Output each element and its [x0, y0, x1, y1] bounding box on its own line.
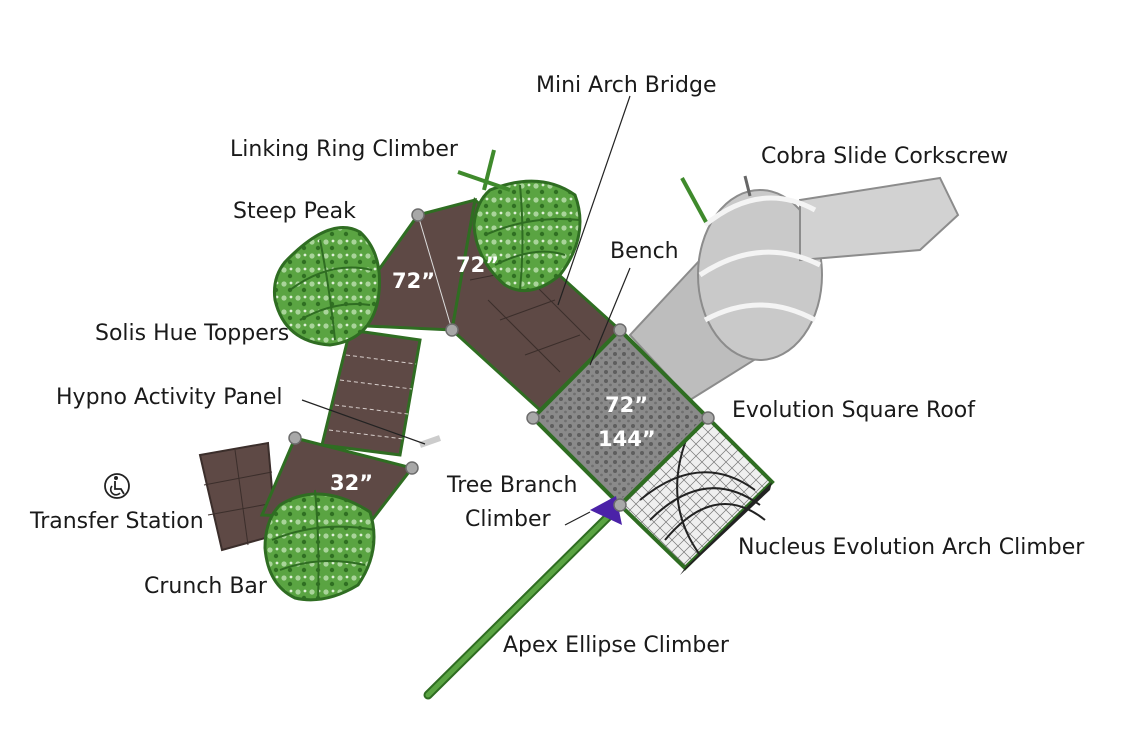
solis-hue-topper-middle [457, 149, 582, 293]
label-hypno-activity-panel: Hypno Activity Panel [56, 385, 283, 410]
cobra-slide-corkscrew [628, 175, 960, 402]
stair-ramp [320, 328, 422, 457]
label-apex-ellipse-climber: Apex Ellipse Climber [503, 633, 730, 658]
leader-lines [301, 95, 631, 526]
posts [288, 208, 715, 512]
apex-ellipse-climber [423, 500, 625, 700]
label-nucleus-evolution-arch-climber: Nucleus Evolution Arch Climber [738, 535, 1085, 560]
label-tree-branch-climber-line2: Climber [465, 507, 552, 532]
label-tree-branch-climber-line1: Tree Branch [446, 473, 577, 498]
nucleus-evolution-arch-climber [617, 415, 775, 575]
label-solis-hue-toppers: Solis Hue Toppers [95, 321, 289, 346]
deck-height-left: 72” [392, 269, 435, 293]
deck-height-lower: 32” [330, 471, 373, 495]
label-steep-peak: Steep Peak [233, 199, 356, 224]
solis-hue-topper-lower [263, 489, 376, 602]
hypno-activity-panel [419, 435, 441, 448]
label-crunch-bar: Crunch Bar [144, 574, 268, 599]
label-bench: Bench [610, 239, 679, 264]
label-cobra-slide-corkscrew: Cobra Slide Corkscrew [761, 144, 1008, 169]
deck-height-roof-a: 72” [605, 393, 648, 417]
label-mini-arch-bridge: Mini Arch Bridge [536, 73, 717, 98]
solis-hue-topper-left [273, 226, 382, 347]
deck-height-roof-b: 144” [598, 427, 656, 451]
label-evolution-square-roof: Evolution Square Roof [732, 398, 976, 423]
wheelchair-icon [104, 473, 130, 499]
label-transfer-station: Transfer Station [29, 509, 204, 534]
label-linking-ring-climber: Linking Ring Climber [230, 137, 459, 162]
evolution-square-roof [530, 327, 711, 508]
deck-height-middle: 72” [456, 253, 499, 277]
